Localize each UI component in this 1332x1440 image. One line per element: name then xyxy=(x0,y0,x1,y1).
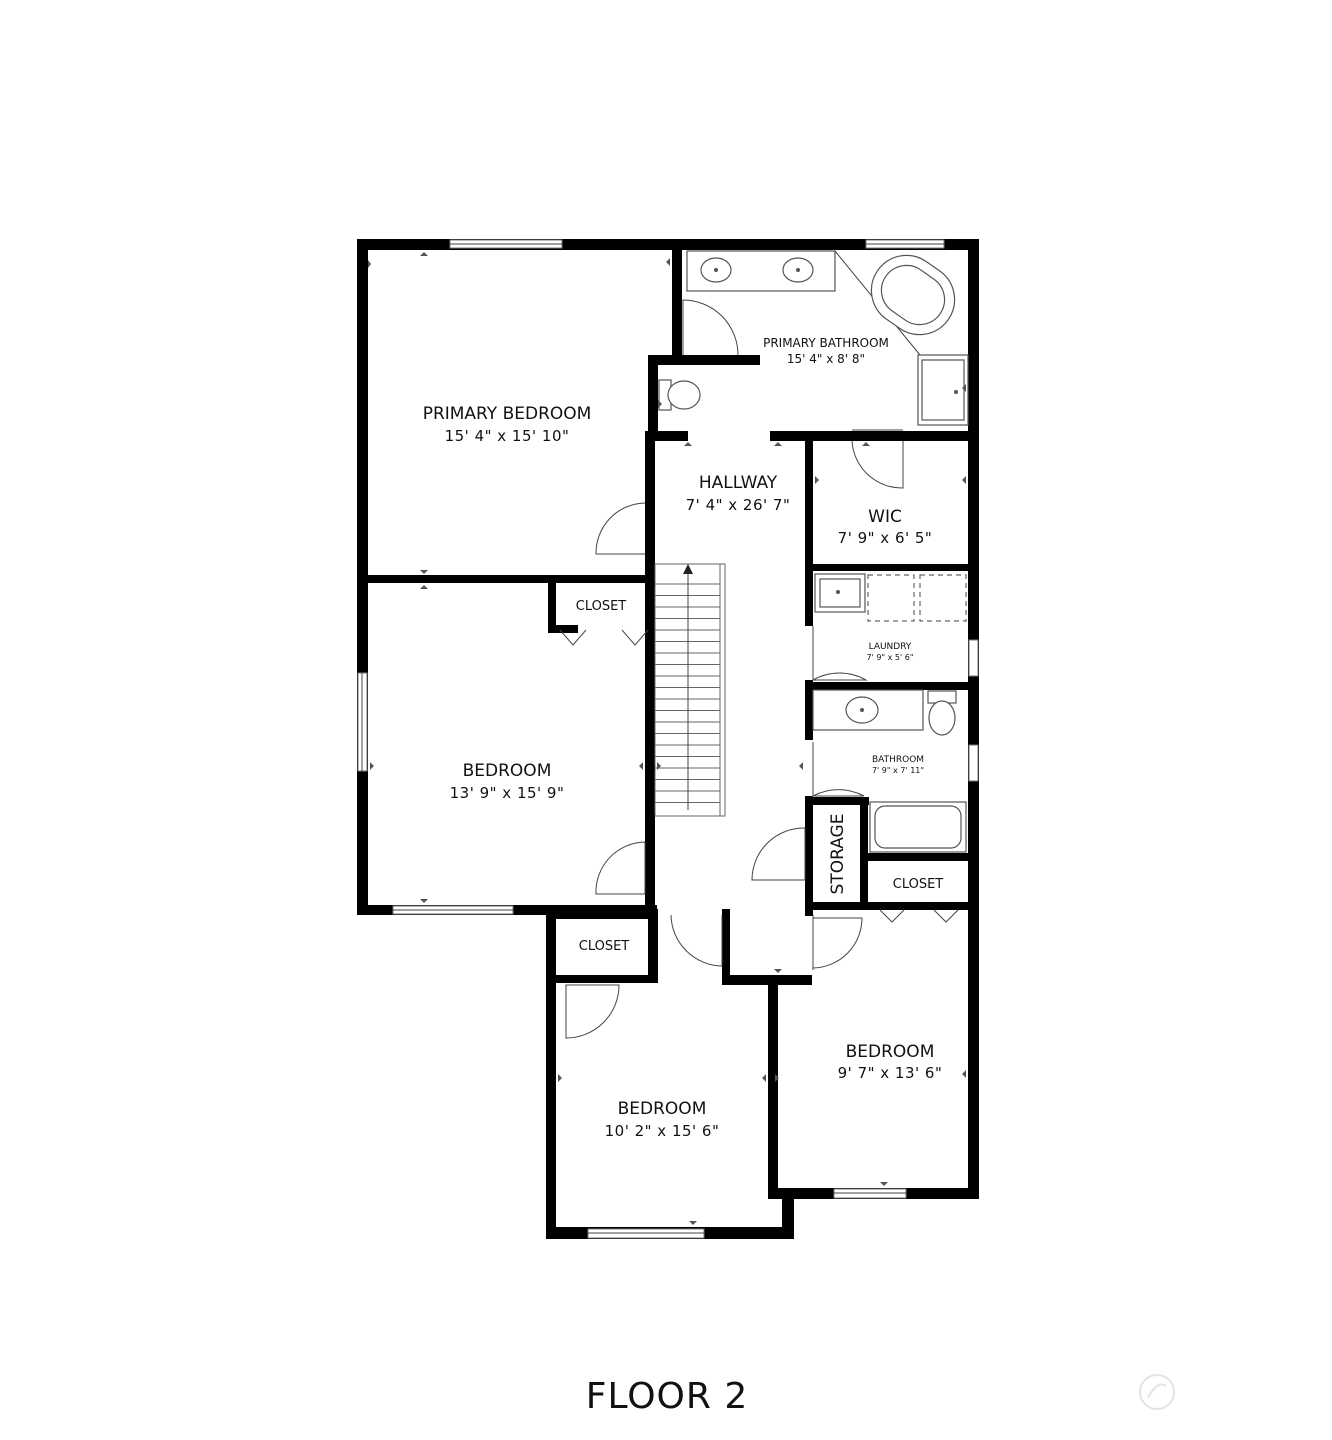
bedroom-west-dims: 13' 9" x 15' 9" xyxy=(450,784,565,802)
door-swing-icon xyxy=(670,914,723,967)
wic-name: WIC xyxy=(868,507,902,527)
windows xyxy=(357,239,979,1239)
bedroom-west-name: BEDROOM xyxy=(463,761,552,781)
door-swing-icon xyxy=(751,827,806,881)
laundry-name: LAUNDRY xyxy=(869,642,912,652)
stairs-icon xyxy=(654,563,726,817)
bathroom-name: BATHROOM xyxy=(872,755,924,765)
washer-dryer-icon xyxy=(867,574,915,622)
door-swing-icon xyxy=(812,626,868,681)
fixtures xyxy=(658,250,969,853)
bathroom-dims: 7' 9" x 7' 11" xyxy=(872,766,924,775)
primary-bathroom-name: PRIMARY BATHROOM xyxy=(763,336,889,350)
wic-dims: 7' 9" x 6' 5" xyxy=(838,529,933,547)
watermark-logo xyxy=(1139,1374,1175,1410)
storage-name: STORAGE xyxy=(828,814,848,895)
hallway-name: HALLWAY xyxy=(699,473,778,493)
closet-west-name: CLOSET xyxy=(576,599,627,614)
room-labels: PRIMARY BEDROOM 15' 4" x 15' 10" PRIMARY… xyxy=(423,336,944,1140)
stair-outline xyxy=(654,563,726,817)
washer-dryer-icon xyxy=(919,574,967,622)
door-swing-icon xyxy=(812,742,865,797)
closet-east-name: CLOSET xyxy=(893,877,944,892)
laundry-dims: 7' 9" x 5' 6" xyxy=(866,653,913,662)
door-swing-icon xyxy=(595,841,646,895)
dimension-markers xyxy=(368,252,966,1225)
primary-bedroom-name: PRIMARY BEDROOM xyxy=(423,404,592,424)
floor-label: FLOOR 2 xyxy=(586,1376,749,1417)
door-swing-icon xyxy=(812,917,863,969)
window-icon xyxy=(968,639,979,677)
door-swing-icon xyxy=(879,909,959,923)
closet-south-name: CLOSET xyxy=(579,939,630,954)
primary-bathroom-dims: 15' 4" x 8' 8" xyxy=(787,352,865,366)
bedroom-south-name: BEDROOM xyxy=(618,1099,707,1119)
stair-arrow-head xyxy=(683,564,693,574)
bedroom-east-name: BEDROOM xyxy=(846,1042,935,1062)
bedroom-south-dims: 10' 2" x 15' 6" xyxy=(605,1122,720,1140)
hallway-dims: 7' 4" x 26' 7" xyxy=(686,496,791,514)
door-swing-icon xyxy=(851,440,904,489)
primary-bedroom-dims: 15' 4" x 15' 10" xyxy=(445,427,570,445)
door-swing-icon xyxy=(595,502,646,555)
door-swing-icon xyxy=(559,629,649,646)
door-swing-icon xyxy=(682,299,739,356)
doors xyxy=(559,299,959,1039)
door-swing-icon xyxy=(565,984,620,1039)
window-icon xyxy=(968,744,979,782)
bedroom-east-dims: 9' 7" x 13' 6" xyxy=(838,1064,943,1082)
